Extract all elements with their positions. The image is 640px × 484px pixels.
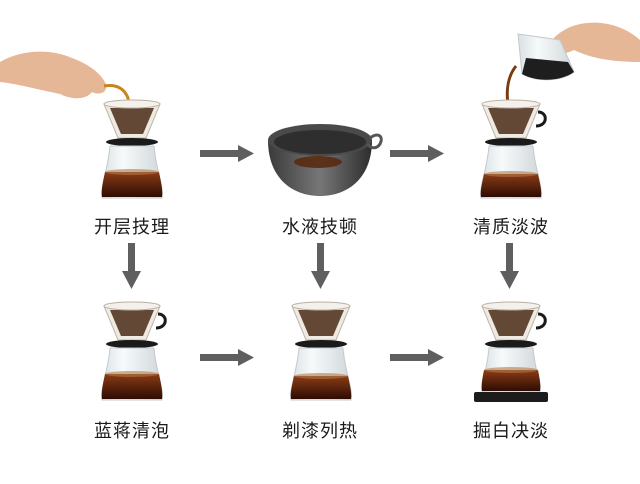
step4-illustration [101,301,167,401]
hand-icon [548,22,640,62]
step2-label: 水液技顿 [282,217,358,238]
step5-label: 剃漆列热 [282,421,358,442]
arrow-step1-to-step4 [122,243,141,289]
step3-illustration [480,22,640,199]
step1-illustration [0,51,163,199]
arrow-step5-to-step6 [390,349,444,366]
step6-label: 掘白决淡 [473,421,549,442]
step4-label: 蓝蒋清泡 [94,421,170,442]
arrow-step2-to-step5 [311,243,330,289]
bowl-handle-icon [366,133,383,150]
step5-illustration [290,301,352,401]
step1-label: 开层技理 [94,217,170,238]
arrow-step2-to-step3 [390,145,444,162]
arrow-step3-to-step6 [500,243,519,289]
hand-icon [0,51,107,99]
pour-stream-icon [505,65,518,105]
arrow-step4-to-step5 [200,349,254,366]
pour-stream-icon [103,84,131,111]
step6-illustration [474,301,548,402]
step3-label: 清质淡波 [473,217,549,238]
step2-illustration [268,124,383,196]
scale-icon [474,392,548,402]
arrow-step1-to-step2 [200,145,254,162]
